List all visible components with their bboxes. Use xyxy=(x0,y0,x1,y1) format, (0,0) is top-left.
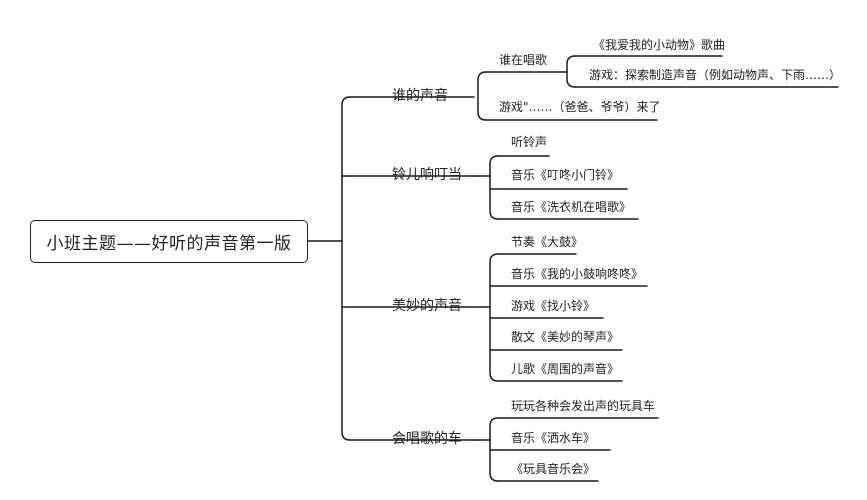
branch-node-singing-car: 会唱歌的车 xyxy=(392,431,462,447)
sub-node-game-grandpa: 游戏"……（爸爸、爷爷）来了 xyxy=(499,100,661,114)
leaf-node: 儿歌《周围的声音》 xyxy=(511,362,620,376)
sub-trunk xyxy=(489,155,499,220)
main-trunk xyxy=(341,96,351,441)
leaf-node: 听铃声 xyxy=(511,135,548,149)
leaf-node: 音乐《叮咚小门铃》 xyxy=(511,168,620,182)
leaf-trunk xyxy=(566,55,576,88)
leaf-node: 散文《美妙的琴声》 xyxy=(511,330,620,344)
root-node: 小班主题——好听的声音第一版 xyxy=(30,220,308,263)
branch-node-who-sound: 谁的声音 xyxy=(392,88,448,104)
branch-node-wonderful-sound: 美妙的声音 xyxy=(392,298,462,314)
branch-node-jingle-bells: 铃儿响叮当 xyxy=(392,167,462,183)
leaf-node: 游戏：探索制造声音（例如动物声、下雨……） xyxy=(589,68,842,82)
sub-trunk xyxy=(477,71,487,121)
root-node-label: 小班主题——好听的声音第一版 xyxy=(46,234,292,254)
leaf-node: 音乐《我的小鼓响咚咚》 xyxy=(511,267,644,281)
leaf-node: 节奏《大鼓》 xyxy=(511,235,584,249)
leaf-node: 《我爱我的小动物》歌曲 xyxy=(593,38,726,52)
sub-node-who-singing: 谁在唱歌 xyxy=(499,53,548,67)
leaf-node: 《玩具音乐会》 xyxy=(511,462,596,476)
leaf-node: 音乐《洒水车》 xyxy=(511,431,596,445)
leaf-node: 玩玩各种会发出声的玩具车 xyxy=(511,399,656,413)
leaf-node: 游戏《找小铃》 xyxy=(511,299,596,313)
leaf-node: 音乐《洗衣机在唱歌》 xyxy=(511,200,632,214)
